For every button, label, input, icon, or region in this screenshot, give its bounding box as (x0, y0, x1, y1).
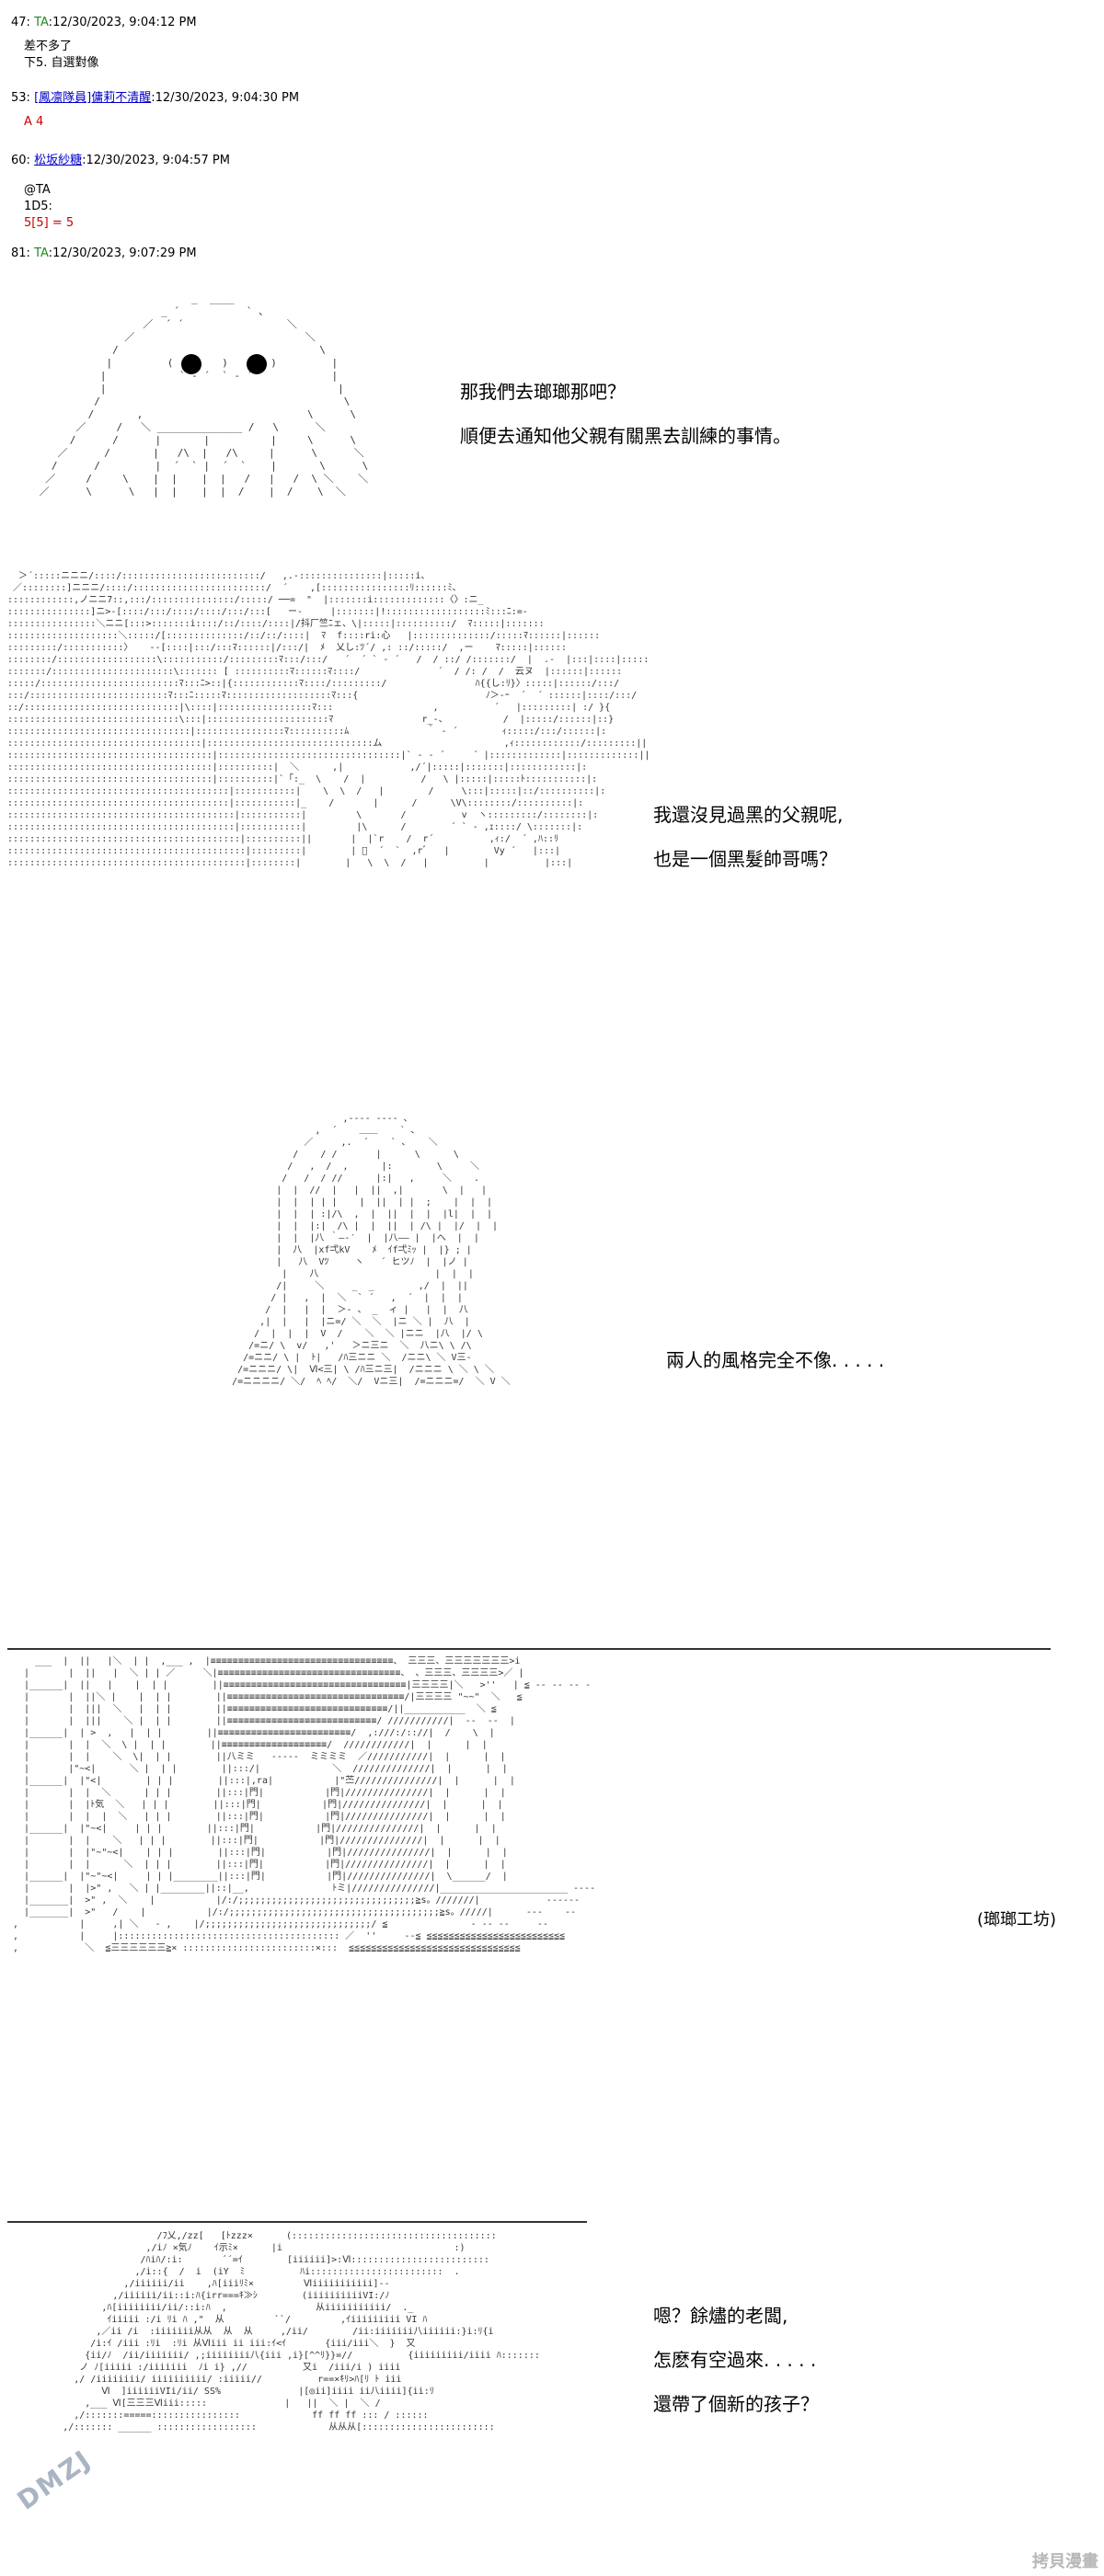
dialogue-3: 兩人的風格完全不像. . . . . (666, 1349, 885, 1371)
post-81: 81: TA:12/30/2023, 9:07:29 PM (11, 246, 197, 260)
post-line: A 4 (24, 115, 44, 129)
poster-name[interactable]: 松坂紗糖 (34, 154, 83, 167)
poster-name: TA (34, 16, 49, 29)
site-logo: 拷貝漫畫 (1032, 2552, 1098, 2571)
post-53: 53: [鳳凛隊員]傭莉不清醒:12/30/2023, 9:04:30 PM A… (11, 91, 300, 129)
eye-left (181, 354, 201, 374)
poster-name: TA (34, 246, 49, 260)
panel-divider (7, 1648, 1051, 1650)
post-date: 12/30/2023, 9:07:29 PM (52, 246, 197, 260)
post-date: 12/30/2023, 9:04:57 PM (86, 154, 230, 167)
post-line: 下5. 自選對像 (24, 56, 99, 70)
post-line: @TA (24, 183, 51, 197)
post-47: 47: TA:12/30/2023, 9:04:12 PM 差不多了 下5. 自… (11, 16, 197, 70)
ascii-art-two-characters: /ﾌ乂,/zz[ [ﾄzzz× (:::::::::::::::::::::::… (63, 2231, 540, 2433)
post-number[interactable]: 47 (11, 16, 27, 29)
dialogue-1: 那我們去瑯瑯那吧？ 順便去通知他父親有關黑去訓練的事情。 (460, 381, 791, 447)
post-line: 5[5] = 5 (24, 216, 75, 230)
post-number[interactable]: 81 (11, 246, 27, 260)
post-line: 1D5: (24, 200, 52, 213)
eye-right (247, 354, 267, 374)
post-line: 差不多了 (24, 40, 73, 53)
watermark-logo: DMZJ (11, 2444, 98, 2516)
dialogue-2: 我還沒見過黑的父親呢, 也是一個黑髮帥哥嗎？ (653, 804, 844, 870)
dialogue-5: 嗯？餘燼的老闆, 怎麽有空過來. . . . . 還帶了個新的孩子？ (653, 2305, 819, 2415)
post-number[interactable]: 53 (11, 91, 27, 105)
ascii-art-blob-creature: _ ____ _ ´ ` 、 ／ ´ ´ ＼ ／ ＼ / \ | (39, 292, 369, 498)
panel-divider (7, 2221, 587, 2223)
dialogue-4: (瑯瑯工坊) (977, 1910, 1057, 1929)
ascii-art-long-hair-character: ＞´:::::ニニニ/::::/::::::::::::::::::::::::… (7, 571, 650, 868)
ascii-art-workshop-building: ___ | || |＼ | | ,___ , |≡≡≡≡≡≡≡≡≡≡≡≡≡≡≡≡… (13, 1656, 596, 1953)
post-date: 12/30/2023, 9:04:30 PM (155, 91, 300, 105)
post-60: 60: 松坂紗糖:12/30/2023, 9:04:57 PM @TA 1D5:… (11, 154, 230, 230)
poster-name[interactable]: [鳳凛隊員]傭莉不清醒 (34, 91, 152, 105)
ascii-art-hooded-character: ,-‐‐‐ ‐‐‐‐ ､ , ´ ＿＿ ` ､ ／ ,. ´ ` ､ ＼ / /… (232, 1114, 511, 1387)
post-number[interactable]: 60 (11, 154, 27, 167)
post-date: 12/30/2023, 9:04:12 PM (52, 16, 197, 29)
